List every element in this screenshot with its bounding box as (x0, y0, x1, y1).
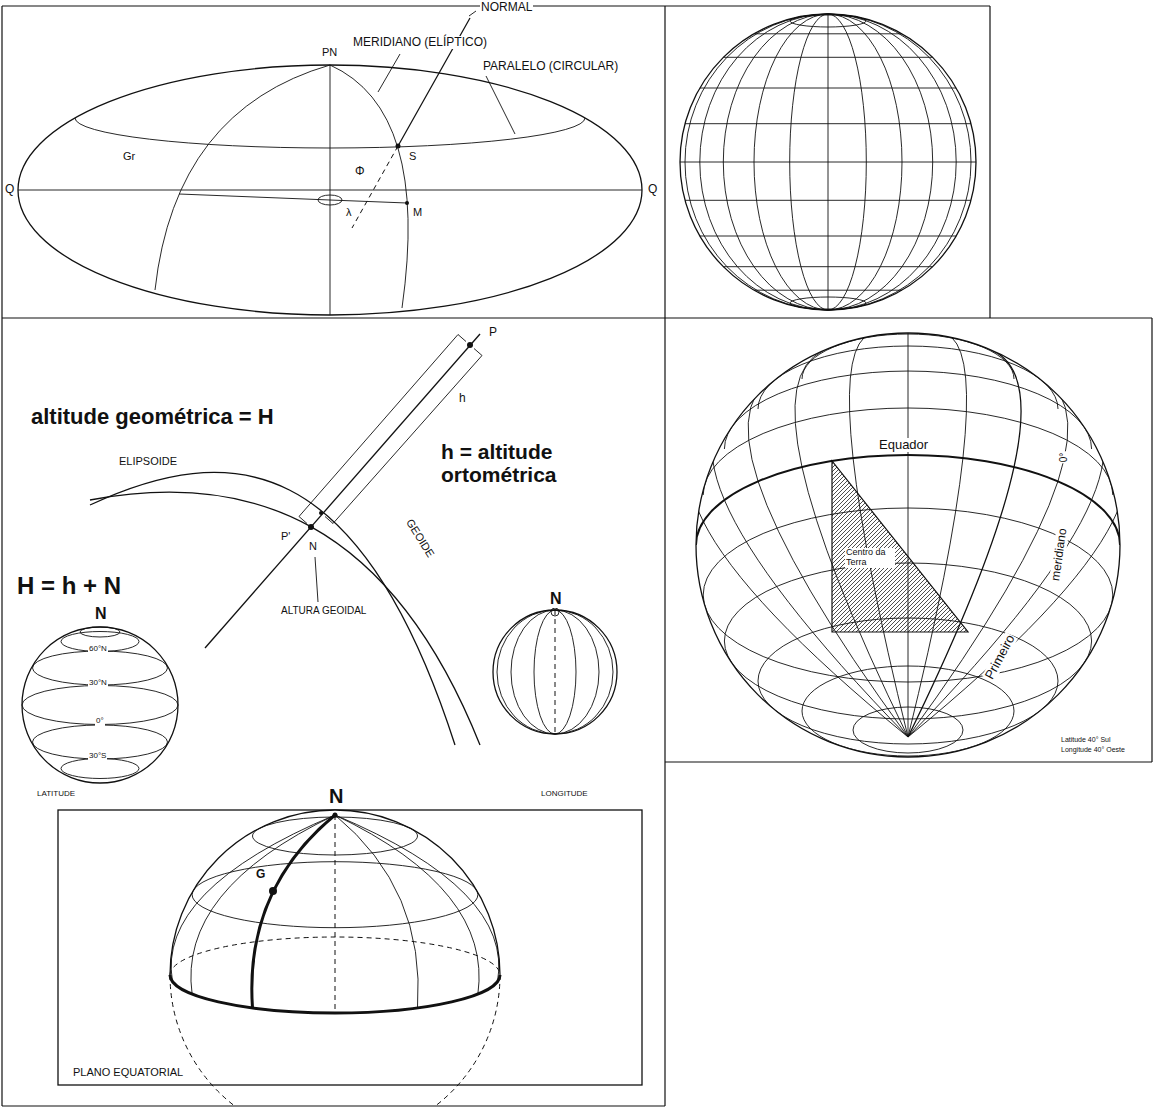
meridian-g (252, 815, 335, 1008)
figure-label: M (412, 206, 423, 218)
figure-label: 0° (95, 717, 105, 726)
elliptic-meridian (330, 65, 408, 308)
table-grid (2, 6, 1152, 1106)
figure-label: NORMAL (480, 1, 533, 14)
figure-label: 30°S (88, 752, 107, 761)
figure-label: h (458, 392, 467, 405)
figure-label: N (328, 785, 344, 807)
figure-label: MERIDIANO (ELÍPTICO) (352, 36, 488, 49)
equatorial-plane-figure (58, 810, 642, 1105)
figure-label: S (408, 150, 417, 162)
figure-label: 30°N (88, 679, 108, 688)
equatorial-plane (58, 810, 642, 1085)
hatched-triangle (832, 461, 968, 632)
figure-label: 0° (1058, 452, 1069, 464)
longitude-globe (493, 608, 617, 734)
figure-label: Gr (122, 150, 136, 162)
figure-label: λ (345, 206, 353, 218)
figure-label: PN (321, 46, 338, 58)
ellipsoid-figure (18, 11, 642, 315)
geoid-point (319, 511, 323, 515)
circular-parallel (75, 118, 585, 148)
figure-label: PLANO EQUATORIAL (72, 1066, 184, 1078)
figure-label: altitude geométrica = H (30, 405, 275, 429)
wireframe-globe (680, 14, 976, 310)
longitude-arm (330, 200, 407, 203)
figure-label: Q (647, 183, 658, 196)
figure-label: P (488, 326, 498, 339)
ellipsoid-outline (18, 65, 642, 315)
greenwich-meridian (155, 65, 330, 290)
figure-label: Equador (878, 438, 929, 452)
figure-label: ALTURA GEOIDAL (280, 605, 367, 616)
figure-label: N (549, 590, 563, 608)
figure-label: Primeiro (982, 632, 1018, 683)
normal-line (205, 334, 480, 648)
upper-hemisphere (170, 810, 500, 1013)
point-p (467, 342, 473, 348)
figure-label: meridiano (1049, 527, 1070, 583)
coordinates-globe (690, 333, 1127, 757)
figure-label: Centro da Terra (845, 548, 895, 568)
point-p-prime (308, 524, 314, 530)
leader-line (315, 557, 318, 602)
figure-label: 60°N (88, 645, 108, 654)
figure-label: P' (280, 530, 291, 542)
geoid-curve (90, 472, 455, 745)
figure-label: LONGITUDE (540, 790, 589, 799)
leader-line (469, 11, 476, 16)
latitude-globe (22, 627, 178, 783)
normal-line-inner (352, 146, 398, 228)
figure-label: H = h + N (16, 573, 122, 599)
point-g (269, 887, 277, 895)
figure-label: PARALELO (CIRCULAR) (482, 60, 619, 73)
equator-line (18, 190, 642, 191)
figure-label: Q (4, 183, 15, 196)
figure-label: Latitude 40° Sul (1060, 736, 1112, 744)
figure-label: GEOIDE (403, 516, 437, 560)
figure-label: Longitude 40° Oeste (1060, 746, 1126, 754)
figure-label: G (255, 868, 266, 881)
longitude-arm (179, 194, 330, 200)
prime-meridian (908, 351, 1021, 737)
leader-line (486, 76, 515, 134)
figure-label: N (94, 605, 108, 623)
figure-label: N (308, 540, 318, 552)
height-bracket (299, 335, 458, 517)
figure-label: Φ (354, 165, 366, 178)
figure-label: LATITUDE (36, 790, 76, 799)
figure-label: h = altitude ortométrica (440, 440, 642, 486)
point-m (405, 201, 409, 205)
leader-line (378, 54, 400, 92)
height-figure (90, 334, 482, 745)
point-s (396, 144, 401, 149)
ellipsoid-curve (90, 492, 480, 745)
figure-label: ELIPSOIDE (118, 455, 178, 467)
